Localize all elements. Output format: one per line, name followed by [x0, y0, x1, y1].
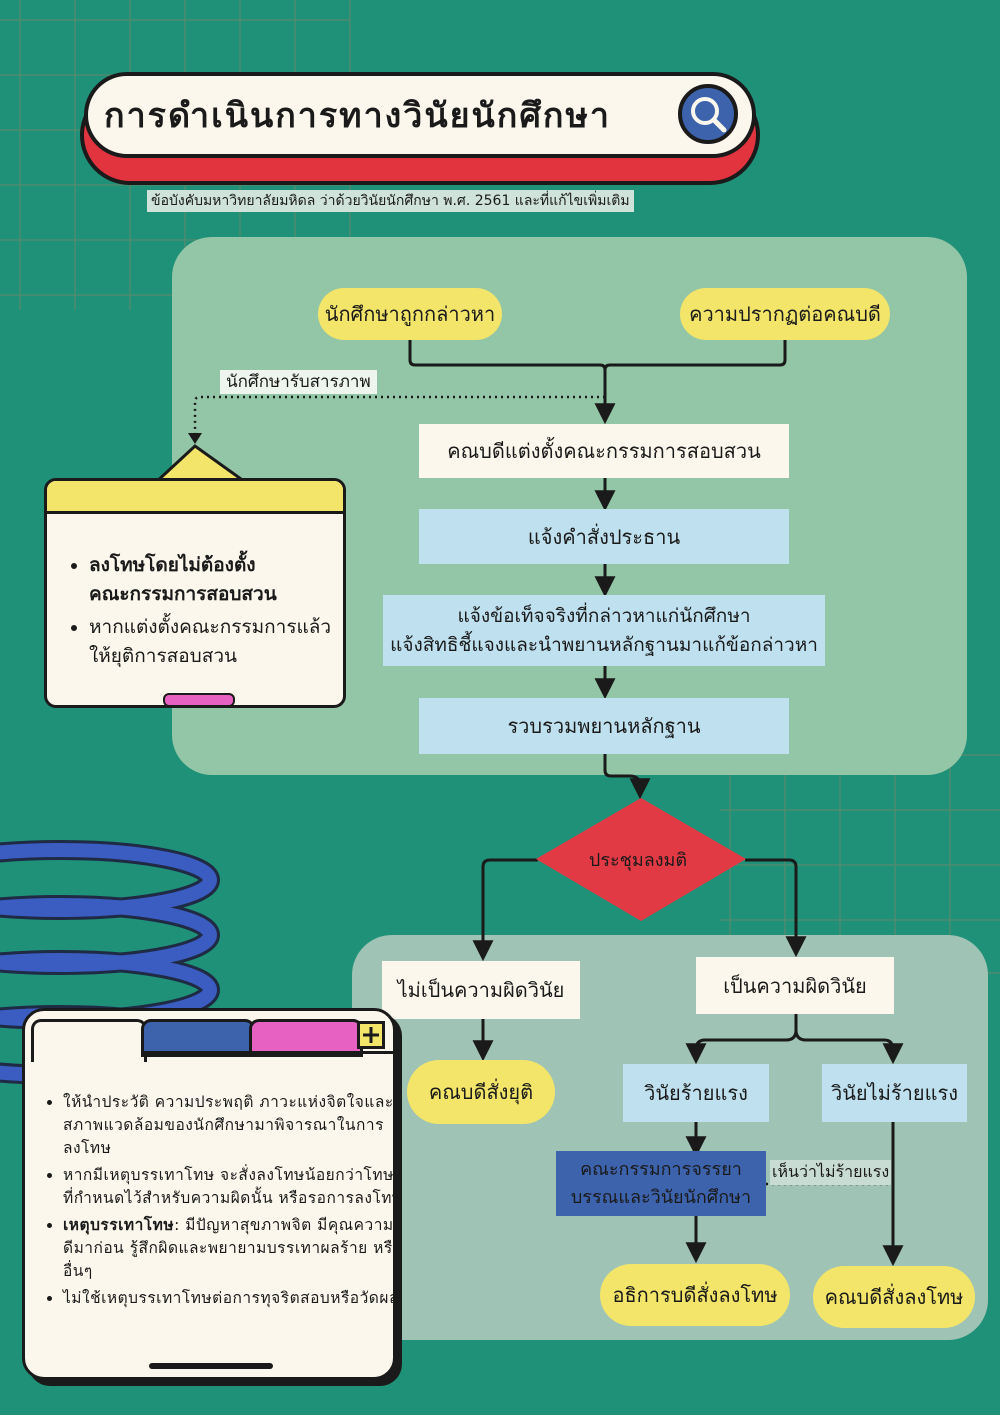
- penalty-note-window: ให้นำประวัติ ความประพฤติ ภาวะแห่งจิตใจแล…: [22, 1008, 396, 1380]
- page-title: การดำเนินการทางวินัยนักศึกษา: [104, 96, 612, 136]
- node-serious: วินัยร้ายแรง: [623, 1064, 769, 1122]
- confess-note-item: หากแต่งตั้งคณะกรรมการแล้ว ให้ยุติการสอบส…: [89, 613, 343, 671]
- notify-facts-line2: แจ้งสิทธิชี้แจงและนำพยานหลักฐานมาแก้ข้อก…: [390, 633, 818, 656]
- node-appoint-committee: คณบดีแต่งตั้งคณะกรรมการสอบสวน: [419, 424, 789, 478]
- node-dean-terminate: คณบดีสั่งยุติ: [407, 1060, 555, 1124]
- confess-note-item-line2: คณะกรรมการสอบสวน: [89, 583, 277, 605]
- ethics-committee-line2: บรรณและวินัยนักศึกษา: [570, 1186, 752, 1208]
- search-icon: [678, 84, 738, 144]
- confess-note-list: ลงโทษโดยไม่ต้องตั้ง คณะกรรมการสอบสวน หาก…: [69, 551, 343, 675]
- node-dean-punish: คณบดีสั่งลงโทษ: [813, 1266, 975, 1328]
- penalty-note-list: ให้นำประวัติ ความประพฤติ ภาวะแห่งจิตใจแล…: [43, 1091, 396, 1314]
- node-student-accused: นักศึกษาถูกกล่าวหา: [318, 288, 502, 340]
- confess-note-titlebar: [47, 481, 343, 514]
- penalty-note-item: เหตุบรรเทาโทษ: มีปัญหาสุขภาพจิต มีคุณควา…: [63, 1214, 396, 1283]
- penalty-note-item: หากมีเหตุบรรเทาโทษ จะสั่งลงโทษน้อยกว่าโท…: [63, 1164, 396, 1210]
- penalty-note-tab-cream: [31, 1019, 147, 1062]
- confess-note-item-line1: หากแต่งตั้งคณะกรรมการแล้ว: [89, 616, 332, 638]
- confess-note-pink-bar: [163, 693, 235, 705]
- penalty-note-item-text: : มีปัญหาสุขภาพจิต มีคุณความดีมาก่อน รู้…: [63, 1216, 396, 1280]
- penalty-note-tab-blue: [141, 1019, 255, 1057]
- node-notify-facts: แจ้งข้อเท็จจริงที่กล่าวหาแก่นักศึกษา แจ้…: [383, 595, 825, 666]
- decision-meeting-label: ประชุมลงมติ: [588, 850, 688, 871]
- penalty-note-item-text: ไม่ใช้เหตุบรรเทาโทษต่อการทุจริตสอบหรือวั…: [63, 1289, 396, 1307]
- penalty-note-item: ไม่ใช้เหตุบรรเทาโทษต่อการทุจริตสอบหรือวั…: [63, 1287, 396, 1310]
- node-collect-evidence: รวบรวมพยานหลักฐาน: [419, 698, 789, 754]
- node-president-punish: อธิการบดีสั่งลงโทษ: [600, 1264, 790, 1326]
- node-dean-evident: ความปรากฏต่อคณบดี: [680, 288, 890, 340]
- confess-note-item-line2: ให้ยุติการสอบสวน: [89, 645, 237, 667]
- confess-note-window: ลงโทษโดยไม่ต้องตั้ง คณะกรรมการสอบสวน หาก…: [44, 478, 346, 708]
- node-is-offense: เป็นความผิดวินัย: [696, 957, 894, 1014]
- penalty-note-tab-rule: [141, 1051, 393, 1054]
- node-not-serious: วินัยไม่ร้ายแรง: [822, 1064, 967, 1122]
- page-subtitle: ข้อบังคับมหาวิทยาลัยมหิดล ว่าด้วยวินัยนั…: [147, 190, 634, 212]
- node-ethics-committee: คณะกรรมการจรรยา บรรณและวินัยนักศึกษา: [556, 1151, 766, 1216]
- penalty-note-item-bold: เหตุบรรเทาโทษ: [63, 1216, 175, 1234]
- plus-icon: [357, 1021, 385, 1049]
- confess-note-item: ลงโทษโดยไม่ต้องตั้ง คณะกรรมการสอบสวน: [89, 551, 343, 609]
- penalty-note-bottom-bar: [149, 1363, 273, 1369]
- label-deemed-not-serious: เห็นว่าไม่ร้ายแรง: [770, 1160, 892, 1185]
- node-not-offense: ไม่เป็นความผิดวินัย: [382, 961, 580, 1019]
- penalty-note-item-text: หากมีเหตุบรรเทาโทษ จะสั่งลงโทษน้อยกว่าโท…: [63, 1166, 396, 1207]
- title-banner: การดำเนินการทางวินัยนักศึกษา: [84, 72, 756, 158]
- ethics-committee-line1: คณะกรรมการจรรยา: [580, 1158, 742, 1180]
- node-notify-chair: แจ้งคำสั่งประธาน: [419, 509, 789, 564]
- penalty-note-item-text: ให้นำประวัติ ความประพฤติ ภาวะแห่งจิตใจแล…: [63, 1093, 394, 1157]
- penalty-note-tab-pink: [249, 1019, 363, 1057]
- confess-note-item-line1: ลงโทษโดยไม่ต้องตั้ง: [89, 554, 256, 576]
- notify-facts-line1: แจ้งข้อเท็จจริงที่กล่าวหาแก่นักศึกษา: [457, 605, 751, 627]
- label-student-confess: นักศึกษารับสารภาพ: [220, 370, 377, 394]
- penalty-note-item: ให้นำประวัติ ความประพฤติ ภาวะแห่งจิตใจแล…: [63, 1091, 394, 1160]
- decision-diamond: [536, 798, 746, 921]
